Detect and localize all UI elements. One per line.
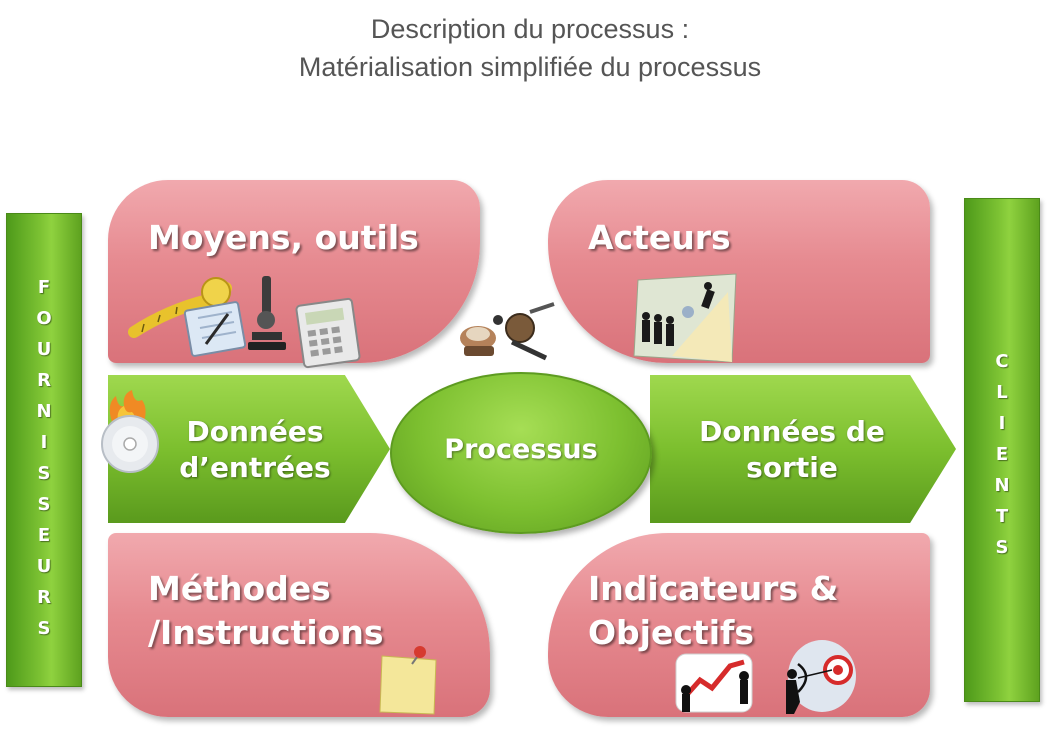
output-data-label: Données de sortie — [699, 415, 885, 484]
business-people-icon — [633, 273, 737, 363]
tools-cluster-icon — [460, 302, 555, 361]
process-ellipse — [390, 372, 652, 534]
clients-letters: C L I E N T S — [965, 346, 1039, 563]
calculator-icon — [295, 297, 361, 369]
suppliers-letters: F O U R N I S S E U R S — [7, 272, 81, 644]
suppliers-letter: U — [36, 556, 52, 577]
tape-measure-icon — [128, 277, 232, 338]
title-line-1: Description du processus : — [370, 14, 690, 44]
suppliers-letter: I — [40, 432, 48, 453]
process-label: Processus — [444, 434, 598, 465]
clients-letter: T — [995, 506, 1009, 527]
burning-cd-icon — [101, 390, 159, 473]
suppliers-letter: R — [37, 587, 51, 608]
notepad-icon — [183, 301, 247, 357]
clients-bar: C L I E N T S — [964, 198, 1040, 702]
title-line-2: Matérialisation simplifiée du processus — [298, 52, 762, 82]
suppliers-letter: S — [37, 494, 51, 515]
tools-illustration — [128, 276, 361, 369]
archer-target-icon — [786, 640, 856, 714]
microscope-icon — [248, 276, 286, 350]
clients-letter: L — [996, 382, 1008, 403]
suppliers-letter: R — [37, 370, 51, 391]
clients-letter: N — [994, 475, 1010, 496]
box-methodes-label: Méthodes /Instructions — [148, 569, 384, 652]
suppliers-letter: F — [37, 277, 51, 298]
suppliers-letter: O — [36, 308, 52, 329]
clients-letter: I — [998, 413, 1006, 434]
box-indicateurs-label: Indicateurs & Objectifs — [588, 569, 839, 652]
output-arrow — [650, 375, 956, 523]
clients-letter: E — [995, 444, 1009, 465]
box-moyens-outils: Moyens, outils — [108, 180, 480, 363]
growth-chart-icon — [675, 653, 753, 713]
sticky-note-icon — [379, 646, 437, 715]
suppliers-letter: S — [37, 463, 51, 484]
input-data-label: Données d’entrées — [179, 415, 331, 484]
box-acteurs-label: Acteurs — [588, 218, 731, 257]
box-moyens-label: Moyens, outils — [148, 218, 419, 257]
box-indicateurs: Indicateurs & Objectifs — [548, 533, 930, 717]
suppliers-bar: F O U R N I S S E U R S — [6, 213, 82, 687]
suppliers-letter: N — [36, 401, 52, 422]
clients-letter: S — [995, 537, 1009, 558]
suppliers-letter: U — [36, 339, 52, 360]
box-acteurs: Acteurs — [548, 180, 930, 363]
suppliers-letter: S — [37, 618, 51, 639]
clients-letter: C — [995, 351, 1009, 372]
indicators-illustration — [675, 640, 856, 714]
suppliers-letter: E — [37, 525, 51, 546]
